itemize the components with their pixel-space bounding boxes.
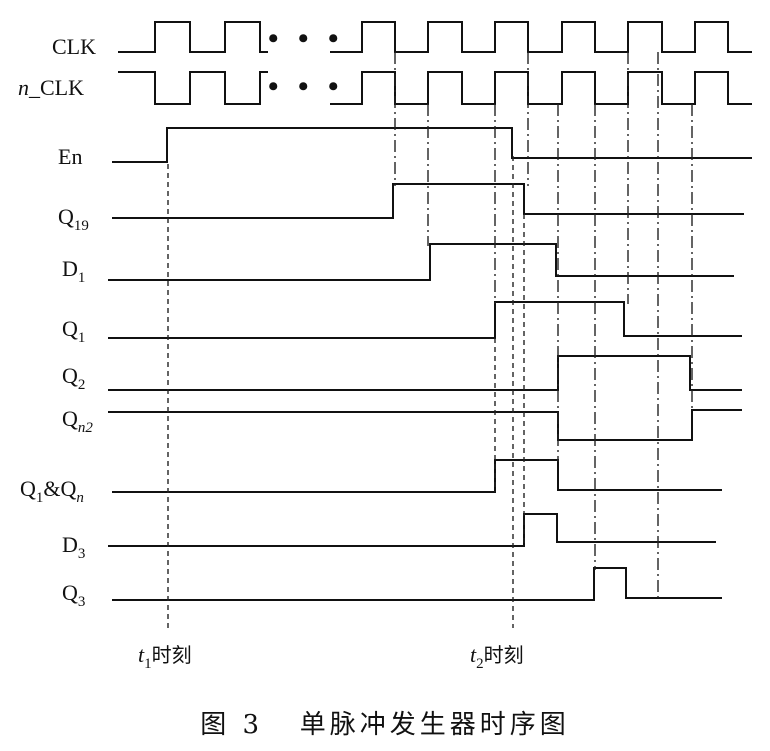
- label-nclk: n_CLK: [18, 75, 84, 100]
- figure-caption: 图 3 单脉冲发生器时序图: [200, 710, 570, 740]
- time-marker-t1: t1时刻: [138, 642, 192, 672]
- time-marker-t2: t2时刻: [470, 642, 524, 672]
- label-q1: Q1: [62, 316, 85, 346]
- label-en: En: [58, 144, 82, 169]
- nclk-ellipsis: • • •: [268, 70, 345, 103]
- waveform-d3: [108, 513, 716, 547]
- waveform-clk-cont: [330, 21, 752, 53]
- waveform-clk: [118, 21, 268, 53]
- waveform-qn2: [108, 409, 742, 441]
- waveform-nclk-cont: [330, 71, 752, 105]
- waveform-en: [112, 127, 752, 163]
- label-q2: Q2: [62, 363, 85, 393]
- label-clk: CLK: [52, 34, 96, 59]
- waveform-q1: [108, 301, 742, 339]
- waveform-q3: [112, 567, 722, 601]
- waveform-q1-and-qn: [112, 459, 722, 493]
- label-qn2: Qn2: [62, 406, 93, 436]
- waveform-d1: [108, 243, 734, 281]
- waveform-q2: [108, 355, 742, 391]
- waveform-nclk: [118, 71, 268, 105]
- waveform-q19: [112, 183, 744, 219]
- label-d3: D3: [62, 532, 85, 562]
- label-d1: D1: [62, 256, 85, 286]
- clk-ellipsis: • • •: [268, 22, 345, 55]
- label-q1-and-qn: Q1&Qn: [20, 476, 84, 506]
- label-q3: Q3: [62, 580, 85, 610]
- label-q19: Q19: [58, 204, 89, 234]
